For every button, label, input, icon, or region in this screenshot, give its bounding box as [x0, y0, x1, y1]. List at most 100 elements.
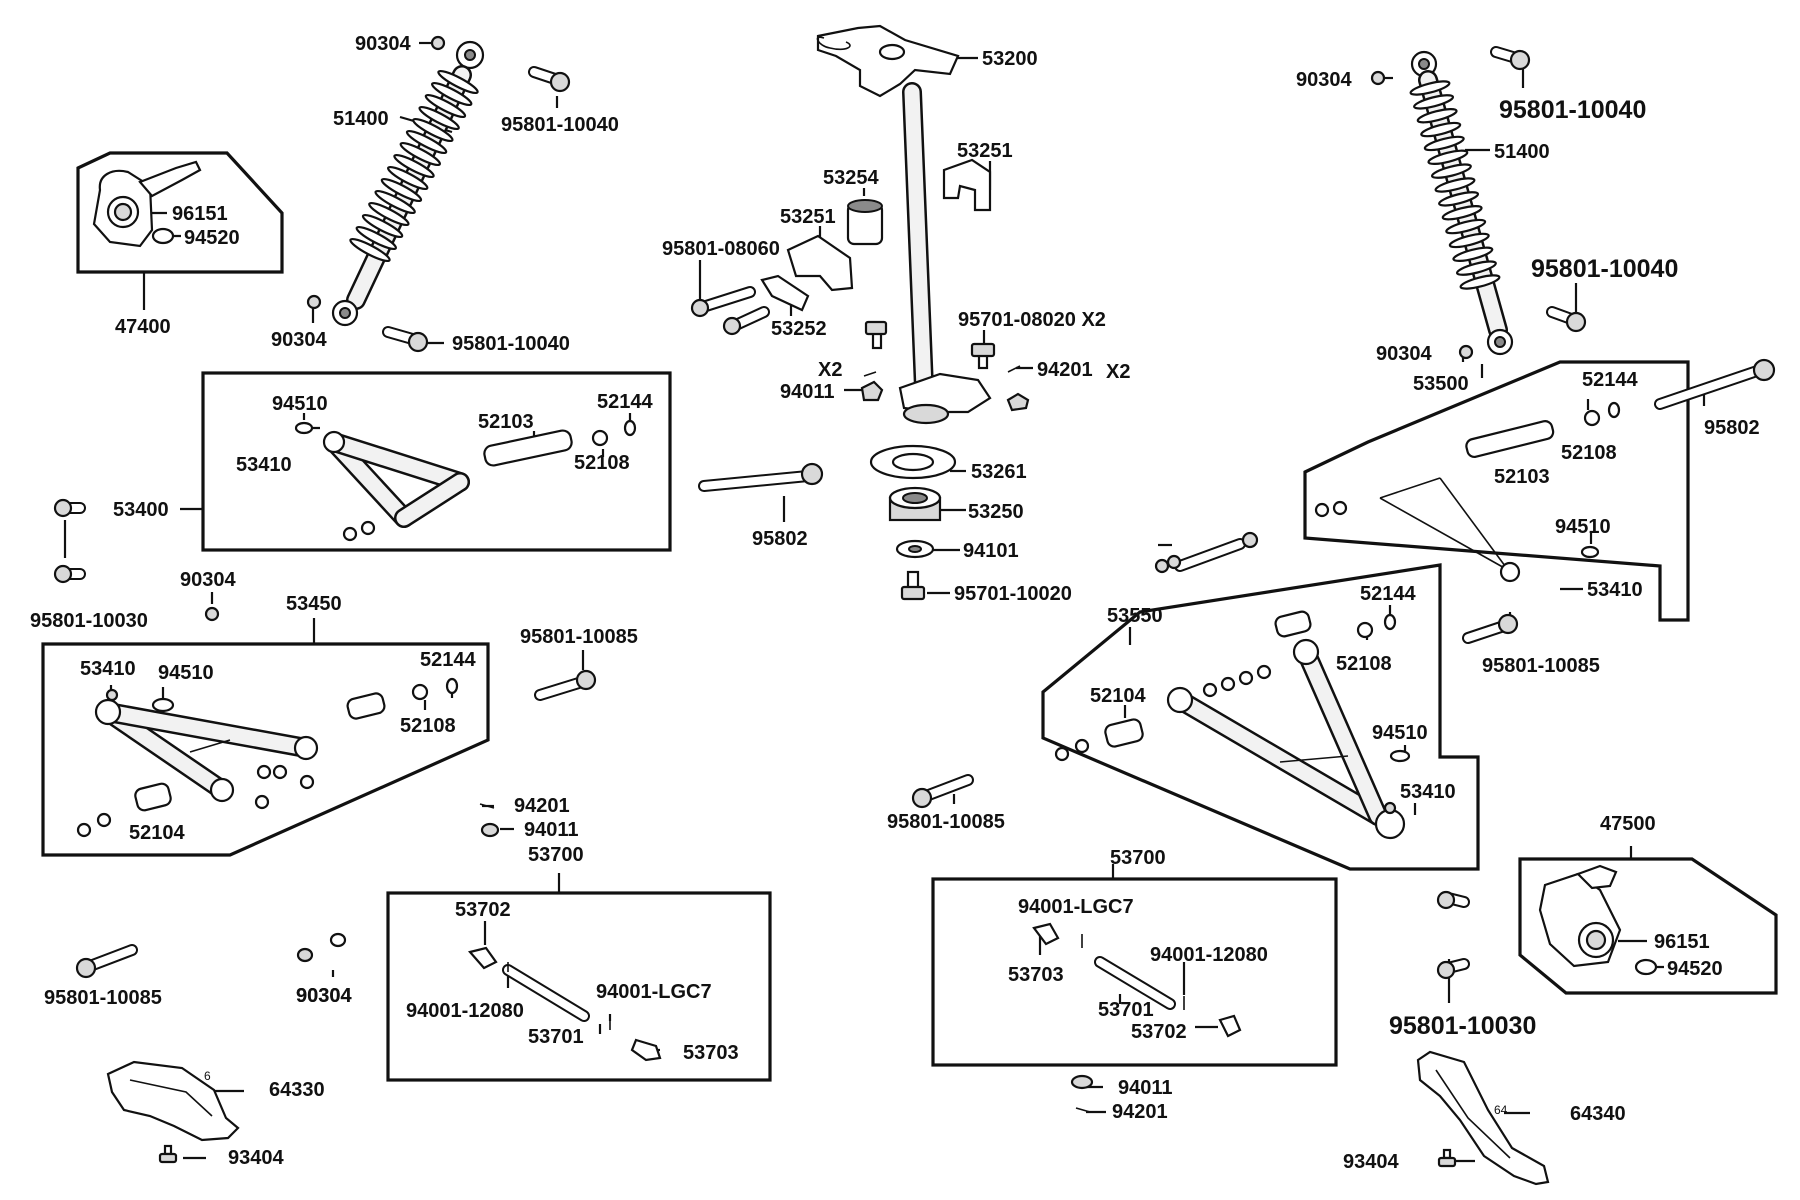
bushing-small	[1314, 502, 1330, 518]
spring-coil	[374, 189, 416, 215]
label-95801-10040: 95801-10040	[452, 333, 570, 355]
pivot-tube-52103-b	[1465, 420, 1555, 459]
bolt-52108-d	[1356, 621, 1374, 639]
long-bolts	[698, 358, 1776, 492]
knuckle-47500	[1538, 864, 1622, 968]
label-96151: 96151	[1654, 931, 1710, 953]
label-53250: 53250	[968, 501, 1024, 523]
bushing-small	[1220, 676, 1236, 692]
arm-tube	[1379, 497, 1509, 571]
label-53400: 53400	[113, 499, 169, 521]
spring-coil	[368, 201, 410, 227]
label-53700: 53700	[1110, 847, 1166, 869]
bushing-52104-b	[1104, 718, 1144, 748]
label-94520: 94520	[184, 227, 240, 249]
guard-body	[1416, 1050, 1550, 1186]
pin-94201-b	[479, 803, 495, 809]
pivot-tube	[1274, 610, 1312, 638]
guard-mark: 6	[204, 1069, 211, 1083]
label-47500: 47500	[1600, 813, 1656, 835]
spring-coil	[1420, 121, 1462, 138]
bolt-10085-c-head	[911, 787, 933, 809]
spring-coil	[412, 117, 454, 143]
spring-coil	[1452, 246, 1494, 263]
cotter-pin-left	[863, 371, 877, 377]
bolt-90304-pair	[1176, 540, 1244, 570]
outline-53700-right	[931, 877, 1338, 1067]
label-52103: 52103	[1494, 466, 1550, 488]
shock-bottom-bore	[339, 307, 351, 319]
screw-93404-a-shank	[163, 1144, 173, 1156]
label-90304: 90304	[180, 569, 236, 591]
label-53700: 53700	[528, 844, 584, 866]
steering-small-parts	[690, 158, 1030, 412]
label-94001-12080: 94001-12080	[406, 1000, 524, 1022]
clamp-53251-upper	[942, 158, 992, 212]
bushing-small	[360, 520, 376, 536]
spring-coil	[1416, 107, 1458, 124]
bearing-96151-b	[1585, 929, 1607, 951]
label-53261: 53261	[971, 461, 1027, 483]
shock-top-bore	[464, 49, 476, 61]
outline-47500	[1518, 857, 1778, 995]
pin-94201-c	[1075, 1107, 1091, 1113]
bushing-53250-bore	[902, 492, 928, 504]
bolt-95801-08060-shank	[702, 288, 754, 310]
bushing-small	[272, 764, 288, 780]
arm-tube2	[326, 434, 468, 490]
label-90304: 90304	[1296, 69, 1352, 91]
label-96151: 96151	[172, 203, 228, 225]
bolt-10085-d-head	[75, 957, 97, 979]
label-53251: 53251	[957, 140, 1013, 162]
label-53701: 53701	[528, 1026, 584, 1048]
arm-tube	[1172, 692, 1386, 824]
guard-64340: 64	[1416, 1050, 1550, 1186]
spring-coil	[1438, 191, 1480, 207]
arm-end-bush	[1166, 686, 1194, 714]
label-53252: 53252	[771, 318, 827, 340]
label-94520: 94520	[1667, 958, 1723, 980]
nut-90304-b	[306, 294, 322, 310]
bolt-90304-pair-head	[1241, 531, 1259, 549]
label-94201: 94201	[1112, 1101, 1168, 1123]
label-52108: 52108	[574, 452, 630, 474]
label-95801-10040: 95801-10040	[1499, 96, 1646, 124]
spring-coil	[431, 81, 473, 107]
group-outlines	[41, 151, 1778, 1082]
tie-rod-53701-b	[1096, 958, 1174, 1008]
tie-rod-end-53702-a	[467, 946, 498, 970]
spring-coil	[424, 93, 467, 119]
bolt-10040-d-head	[1565, 311, 1587, 333]
arm-tube2	[100, 704, 314, 756]
spring-coil	[355, 225, 397, 251]
guard-rib	[1435, 1069, 1511, 1159]
bolt-52108-a	[591, 429, 609, 447]
label-95801-10085: 95801-10085	[1482, 655, 1600, 677]
bolt-10040-c-head	[1509, 49, 1531, 71]
wire-clip	[816, 36, 851, 51]
castle-nut-left	[860, 380, 884, 402]
ball-joint-53410-a	[322, 430, 346, 454]
screw-93404-b-head	[1437, 1156, 1457, 1168]
bolt-95801-08060b-head	[722, 316, 742, 336]
bushing-small	[1202, 682, 1218, 698]
shock-spring-coils	[349, 69, 479, 263]
label-52104: 52104	[1090, 685, 1146, 707]
spring-coil	[387, 165, 429, 191]
bolt-95802-left-head	[800, 462, 824, 486]
bushing-small	[256, 764, 272, 780]
nut-90304-g	[296, 947, 314, 963]
label-53701: 53701	[1098, 999, 1154, 1021]
nut-90304-d	[1458, 344, 1474, 360]
tie-rod-end-53702-b	[1218, 1014, 1242, 1038]
parts: 6 64	[53, 24, 1776, 1186]
spring-coil	[380, 177, 423, 203]
clamp-53251-lower	[786, 234, 854, 292]
label-95802: 95802	[1704, 417, 1760, 439]
bolt-10030-a-head	[53, 498, 73, 518]
tie-rod-right	[1032, 922, 1242, 1038]
bolt-95802-right-head	[1752, 358, 1776, 382]
outline-53450	[41, 642, 490, 857]
label-64330: 64330	[269, 1079, 325, 1101]
steering-column	[816, 24, 992, 601]
